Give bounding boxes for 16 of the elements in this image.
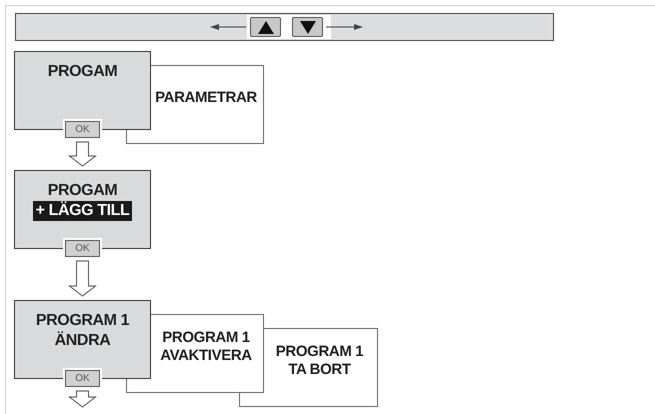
flow-arrow xyxy=(68,260,97,297)
highlighted-menu-text: + LÄGG TILL xyxy=(32,201,132,221)
flow-arrow xyxy=(68,390,97,408)
menu-screen xyxy=(151,65,264,144)
menu-text: PROGRAM 1 ÄNDRA xyxy=(34,311,130,351)
menu-text: PROGRAM 1 AVAKTIVERA xyxy=(159,328,253,364)
menu-screen xyxy=(264,328,378,407)
menu-text: PROGAM xyxy=(48,181,118,201)
ok-button: OK xyxy=(65,121,100,138)
flow-arrow xyxy=(68,142,97,167)
menu-screen xyxy=(151,314,264,393)
menu-text: PROGRAM 1 TA BORT xyxy=(274,342,364,378)
menu-text: PROGAM xyxy=(48,62,118,82)
menu-text: PARAMETRAR xyxy=(155,88,257,106)
ok-button: OK xyxy=(65,240,100,257)
ok-button: OK xyxy=(65,370,100,387)
